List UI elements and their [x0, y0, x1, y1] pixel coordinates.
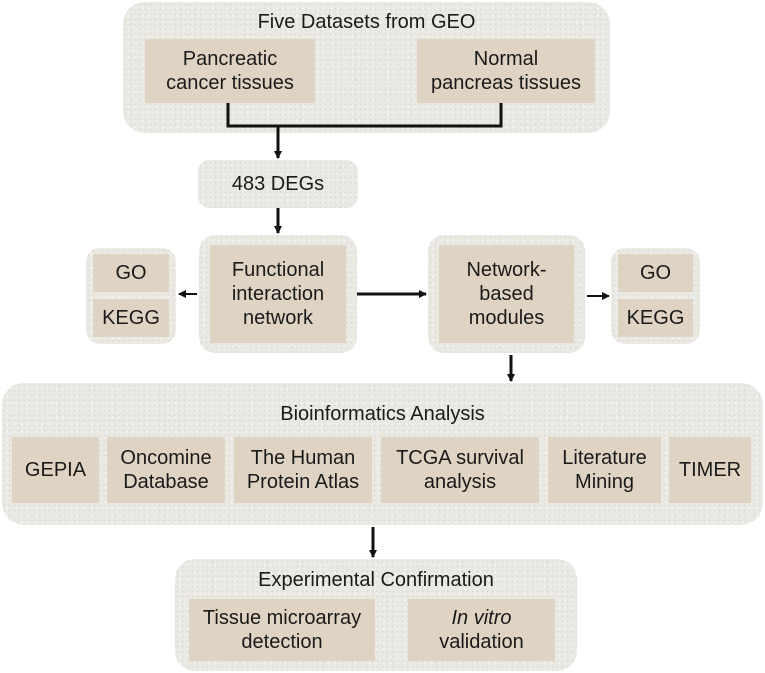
geo-panel: Five Datasets from GEO Pancreatic cancer… [123, 2, 610, 133]
oncomine-box: Oncomine Database [107, 437, 225, 503]
left-go-box: GO [93, 254, 169, 292]
right-enrichment-panel: GO KEGG [611, 248, 700, 344]
timer-box: TIMER [669, 437, 751, 503]
network-modules-box: Network- based modules [439, 245, 574, 343]
gepia-box: GEPIA [12, 437, 99, 503]
degs-panel: 483 DEGs [198, 160, 358, 208]
tcga-survival-box: TCGA survival analysis [381, 437, 539, 503]
tissue-microarray-box: Tissue microarray detection [189, 599, 375, 661]
right-kegg-box: KEGG [618, 299, 693, 337]
in-vitro-box: In vitro validation [408, 599, 555, 661]
in-vitro-italic: In vitro [451, 607, 512, 629]
experimental-panel: Experimental Confirmation Tissue microar… [175, 559, 577, 671]
literature-mining-box: Literature Mining [548, 437, 661, 503]
left-kegg-box: KEGG [93, 299, 169, 337]
bioinformatics-panel: Bioinformatics Analysis GEPIA Oncomine D… [2, 383, 763, 525]
right-go-box: GO [618, 254, 693, 292]
bioinformatics-title: Bioinformatics Analysis [280, 403, 485, 425]
geo-title: Five Datasets from GEO [257, 11, 476, 33]
cancer-tissues-box: Pancreatic cancer tissues [145, 39, 315, 103]
protein-atlas-box: The Human Protein Atlas [234, 437, 372, 503]
degs-label: 483 DEGs [231, 173, 325, 195]
functional-network-box: Functional interaction network [210, 245, 346, 343]
geo-bracket-line [226, 103, 503, 128]
left-enrichment-panel: GO KEGG [86, 248, 176, 344]
validation-label: validation [439, 631, 524, 653]
functional-network-panel: Functional interaction network [199, 235, 357, 353]
experimental-title: Experimental Confirmation [258, 569, 494, 591]
normal-tissues-box: Normal pancreas tissues [417, 39, 595, 103]
network-modules-panel: Network- based modules [428, 235, 585, 353]
